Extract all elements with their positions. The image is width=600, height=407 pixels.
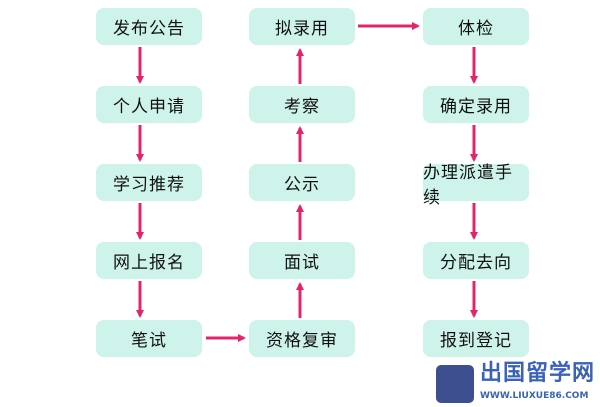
step-inspection: 考察 <box>249 86 355 123</box>
step-medical-exam: 体检 <box>423 8 529 45</box>
watermark-name: 出国留学网 <box>480 361 596 386</box>
step-public-notice: 公示 <box>249 164 355 201</box>
step-written-exam: 笔试 <box>96 320 202 357</box>
step-assignment: 分配去向 <box>423 242 529 279</box>
step-interview: 面试 <box>249 242 355 279</box>
watermark-url: WWW.LIUXUE86.COM <box>480 391 589 401</box>
step-study-recommendation: 学习推荐 <box>96 164 202 201</box>
step-personal-application: 个人申请 <box>96 86 202 123</box>
step-online-registration: 网上报名 <box>96 242 202 279</box>
step-proposed-admission: 拟录用 <box>249 8 355 45</box>
step-report-register: 报到登记 <box>423 320 529 357</box>
step-qualification-review: 资格复审 <box>249 320 355 357</box>
logo-badge-icon <box>436 365 474 403</box>
step-confirm-admission: 确定录用 <box>423 86 529 123</box>
watermark-logo: 出国留学网 WWW.LIUXUE86.COM <box>436 361 600 407</box>
step-publish-notice: 发布公告 <box>96 8 202 45</box>
step-dispatch-procedures: 办理派遣手续 <box>423 163 529 208</box>
